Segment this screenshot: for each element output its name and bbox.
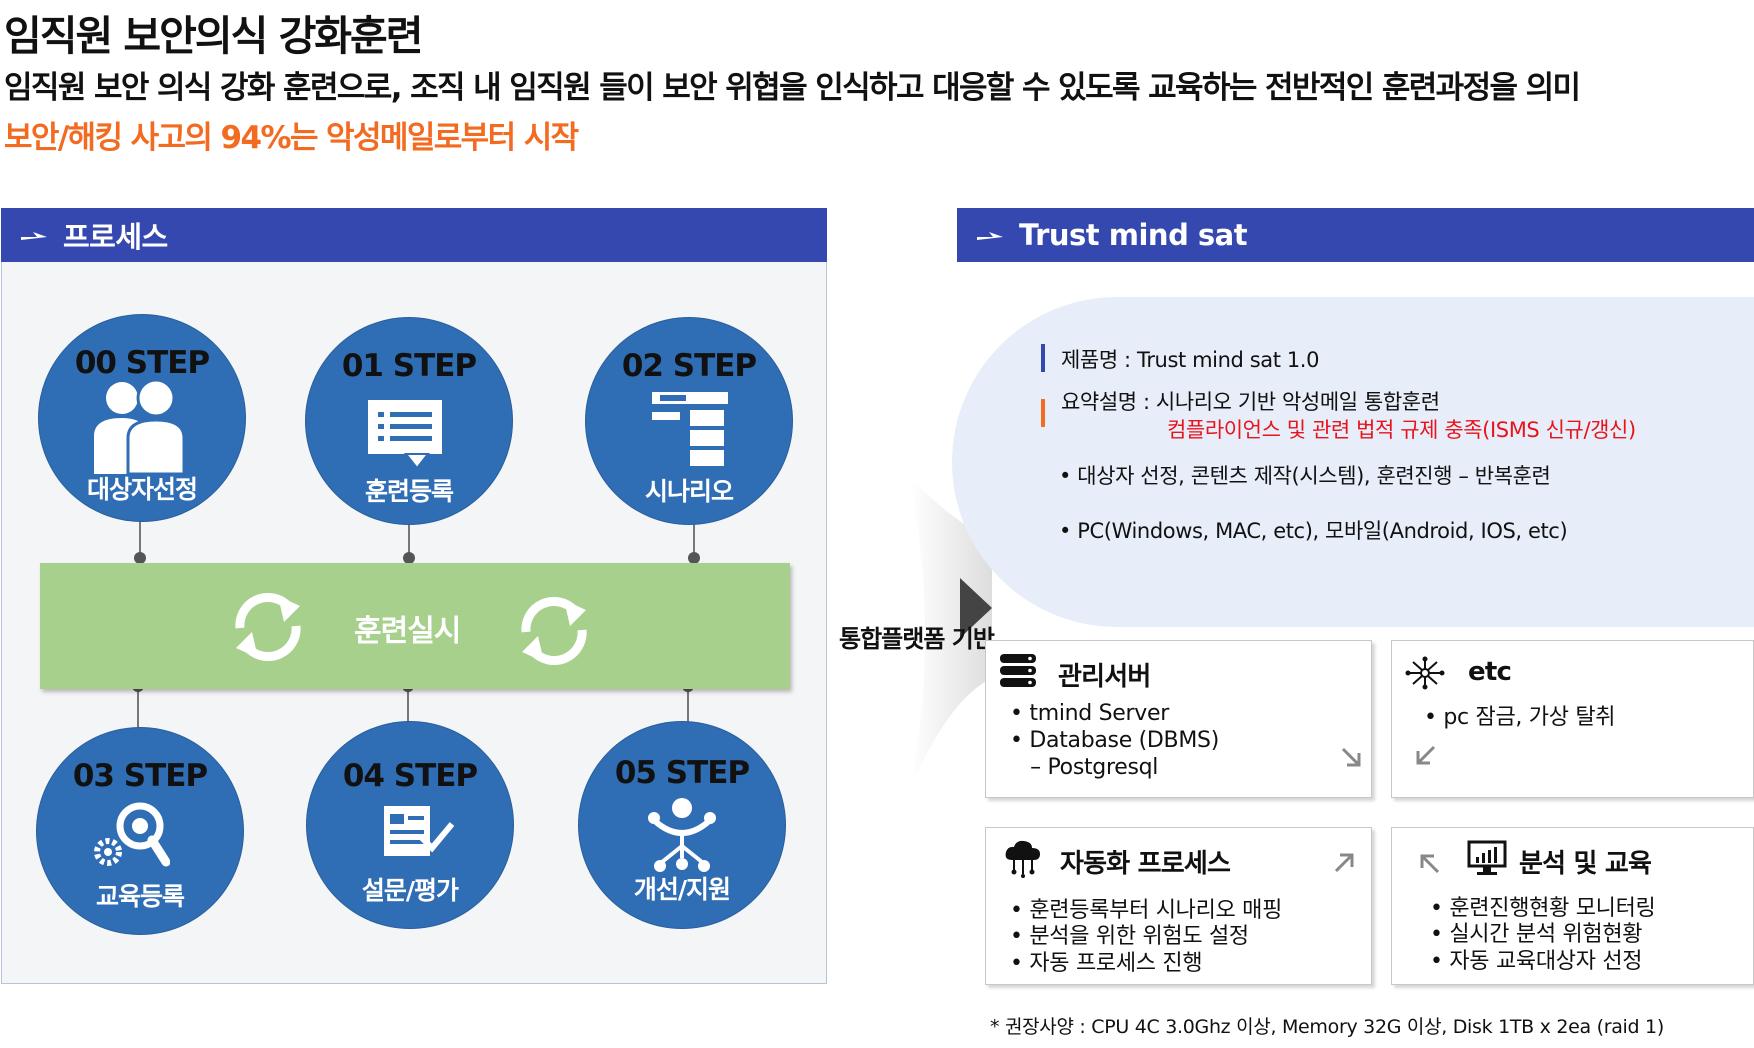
training-label: 훈련실시 (354, 614, 461, 649)
gear-search-icon (94, 800, 171, 876)
feature-bullet-1: • 대상자 선정, 콘텐츠 제작(시스템), 훈련진행 – 반복훈련 (1059, 464, 1551, 488)
product-summary: 요약설명 : 시나리오 기반 악성메일 통합훈련 (1061, 390, 1440, 414)
server-icon (998, 652, 1038, 692)
analysis-card (1391, 827, 1754, 985)
process-panel-header: 프로세스 (1, 208, 827, 262)
step-01-name: 훈련등록 (364, 477, 454, 506)
refresh-cycle-icon (508, 590, 600, 676)
connector-line (407, 688, 409, 733)
arrow-right-icon (977, 228, 1003, 242)
page-title: 임직원 보안의식 강화훈련 (4, 12, 423, 60)
server-item: • tmind Server (1010, 701, 1169, 726)
step-05-label: 05 STEP (614, 755, 750, 791)
automation-card (985, 827, 1372, 985)
connector-dot (134, 552, 146, 564)
feature-bullet-2: • PC(Windows, MAC, etc), 모바일(Android, IO… (1059, 519, 1568, 543)
step-00-name: 대상자선정 (86, 475, 198, 504)
analysis-item: • 실시간 분석 위험현황 (1430, 922, 1643, 947)
refresh-cycle-icon (222, 586, 314, 672)
step-04-name: 설문/평가 (361, 876, 459, 905)
arrow-up-left-icon (1419, 853, 1441, 875)
analysis-card-title: 분석 및 교육 (1519, 849, 1652, 879)
trust-heading: Trust mind sat (1019, 218, 1248, 252)
step-02-name: 시나리오 (644, 477, 734, 506)
product-name: 제품명 : Trust mind sat 1.0 (1061, 348, 1320, 372)
arrow-down-right-icon (1340, 746, 1362, 768)
platform-label: 통합플랫폼 기반 (839, 625, 995, 653)
highlight-statement: 보안/해킹 사고의 94%는 악성메일로부터 시작 (4, 120, 579, 156)
users-icon (92, 378, 192, 478)
step-00-circle (39, 315, 245, 521)
step-04-label: 04 STEP (342, 758, 478, 794)
automation-item: • 분석을 위한 위험도 설정 (1010, 924, 1249, 949)
process-heading: 프로세스 (63, 220, 168, 254)
server-card (985, 640, 1372, 798)
document-list-icon (366, 398, 446, 478)
trust-panel-header: Trust mind sat (957, 208, 1754, 262)
compliance-note: 컴플라이언스 및 관련 법적 규제 충족(ISMS 신규/갱신) (1167, 418, 1636, 442)
step-01-label: 01 STEP (341, 348, 477, 384)
etc-item: • pc 잠금, 가상 탈취 (1424, 705, 1616, 730)
analysis-item: • 자동 교육대상자 선정 (1430, 949, 1643, 974)
network-hub-icon (1405, 656, 1445, 694)
recommended-spec-footnote: * 권장사양 : CPU 4C 3.0Ghz 이상, Memory 32G 이상… (990, 1016, 1664, 1038)
accent-bar-blue (1041, 344, 1045, 372)
page-subtitle: 임직원 보안 의식 강화 훈련으로, 조직 내 임직원 들이 보안 위협을 인식… (4, 70, 1581, 106)
etc-card-title: etc (1468, 657, 1512, 687)
training-bar (40, 563, 790, 689)
arrow-down-left-icon (1415, 744, 1437, 766)
survey-icon (382, 804, 455, 864)
product-summary-bubble (952, 297, 1754, 627)
connector-dot (688, 552, 700, 564)
automation-item: • 훈련등록부터 시나리오 매핑 (1010, 898, 1283, 923)
automation-item: • 자동 프로세스 진행 (1010, 951, 1203, 976)
server-item: • Database (DBMS) (1010, 728, 1219, 753)
connector-line (139, 512, 141, 562)
step-02-circle (586, 318, 792, 524)
arrow-up-right-icon (1333, 852, 1355, 874)
cloud-network-icon (1004, 838, 1042, 882)
step-05-name: 개선/지원 (633, 875, 731, 904)
callout-pointer (900, 468, 1030, 802)
step-03-name: 교육등록 (95, 882, 185, 911)
connector-line (137, 688, 139, 733)
monitor-chart-icon (1467, 840, 1507, 880)
scenario-icon (650, 390, 730, 474)
server-card-title: 관리서버 (1058, 662, 1151, 692)
connector-line (693, 512, 695, 562)
automation-card-title: 자동화 프로세스 (1060, 849, 1231, 879)
arrow-right-icon (21, 228, 47, 242)
connector-dot (403, 552, 415, 564)
accent-bar-orange (1041, 399, 1045, 427)
connector-line (687, 688, 689, 733)
step-00-label: 00 STEP (74, 345, 210, 381)
step-05-circle (579, 722, 785, 928)
step-02-label: 02 STEP (621, 348, 757, 384)
support-person-icon (646, 796, 718, 880)
analysis-item: • 훈련진행현황 모니터링 (1430, 896, 1656, 921)
step-03-label: 03 STEP (72, 758, 208, 794)
server-item: – Postgresql (1010, 755, 1159, 780)
connector-line (408, 512, 410, 562)
